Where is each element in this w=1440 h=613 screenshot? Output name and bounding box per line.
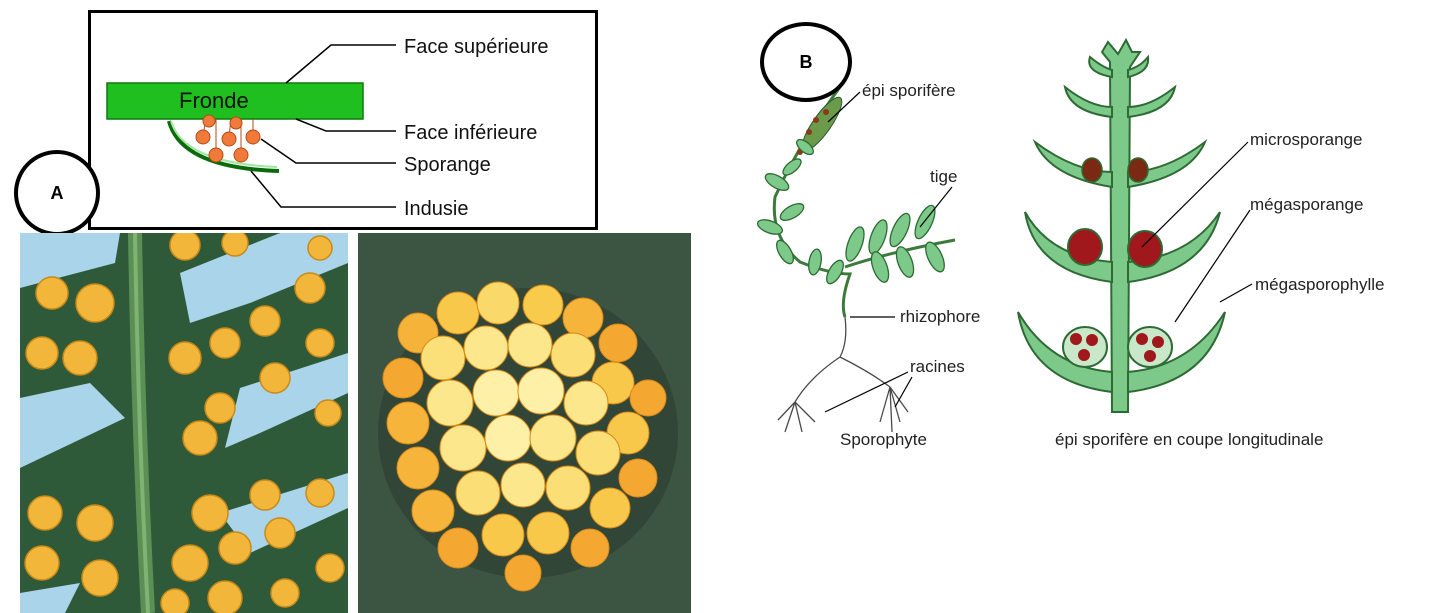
label-epi-sporifere: épi sporifère xyxy=(862,81,956,100)
panel-a-badge: A xyxy=(14,150,100,236)
fern-frond-sori-photo xyxy=(20,233,348,613)
sporangia-cluster-photo xyxy=(358,233,691,613)
frond-label: Fronde xyxy=(179,88,249,113)
sporophyte-drawing: épi sporifère tige rhizophore racines Sp… xyxy=(756,81,981,449)
callout-indusie: Indusie xyxy=(404,198,469,220)
panel-a-label: A xyxy=(51,183,64,204)
panel-b-label: B xyxy=(800,52,813,73)
longitudinal-section-drawing: microsporange mégasporange mégasporophyl… xyxy=(1018,40,1384,449)
label-megasporophylle: mégasporophylle xyxy=(1255,275,1384,294)
label-microsporange: microsporange xyxy=(1250,130,1362,149)
callout-sporange: Sporange xyxy=(404,154,491,176)
label-megasporange: mégasporange xyxy=(1250,195,1363,214)
indusium-shape xyxy=(169,121,279,171)
label-tige: tige xyxy=(930,167,957,186)
label-rhizophore: rhizophore xyxy=(900,307,980,326)
label-sporophyte: Sporophyte xyxy=(840,430,927,449)
panel-b-badge: B xyxy=(760,22,852,102)
callout-face-superieure: Face supérieure xyxy=(404,36,549,58)
frond-schema-svg: Fronde Face supérieure Face inférie xyxy=(91,13,595,227)
label-coupe-longitudinale: épi sporifère en coupe longitudinale xyxy=(1055,430,1323,449)
callout-face-inferieure: Face inférieure xyxy=(404,122,537,144)
label-racines: racines xyxy=(910,357,965,376)
callout-lines xyxy=(251,45,396,207)
frond-schema-diagram: Fronde Face supérieure Face inférie xyxy=(88,10,598,230)
